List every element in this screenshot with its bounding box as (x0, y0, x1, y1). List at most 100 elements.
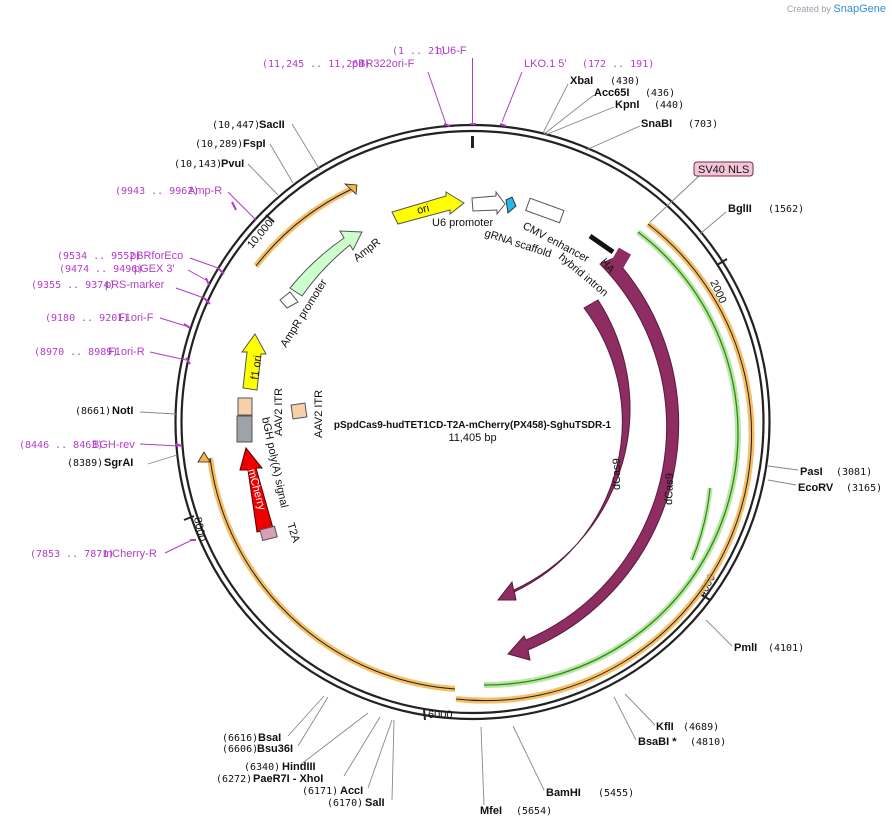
primer-f1orif: F1ori-F (118, 312, 154, 324)
tick-8000 (183, 515, 195, 521)
enzyme-kfli: KflI (656, 721, 674, 733)
enzyme-pvui: PvuI (221, 158, 244, 170)
enzyme-sali-pos: (6170) (327, 798, 363, 809)
enzyme-noti: NotI (112, 405, 133, 417)
enzyme-xbai-pos: (430) (610, 76, 640, 87)
primer-labels: (1 .. 21) hU6-F LKO.1 5' (172 .. 191) (1… (19, 45, 654, 560)
ha-feature (588, 233, 632, 269)
t2a-label: T2A (284, 521, 302, 545)
tick-label-8000: 8000 (191, 516, 208, 542)
enzyme-pasi-pos: (3081) (836, 467, 872, 478)
enzyme-kpni: KpnI (615, 99, 639, 111)
enzyme-sali: SalI (365, 797, 385, 809)
primer-prsmarker-range: (9355 .. 9374) (31, 280, 115, 291)
aav2-itr-right-label: AAV2 ITR (313, 390, 325, 438)
u6-promoter-arrow (471, 190, 506, 216)
enzyme-sacii-pos: (10,447) (212, 120, 260, 131)
primer-pbr322orif: pBR322ori-F (352, 58, 415, 70)
enzyme-bsu36i-pos: (6606) (222, 744, 258, 755)
primer-hu6f-range: (1 .. 21) (392, 46, 446, 57)
enzyme-fspi: FspI (243, 138, 266, 150)
primer-ampr: Amp-R (188, 185, 222, 197)
enzyme-xbai: XbaI (570, 75, 593, 87)
enzyme-ecorv-pos: (3165) (846, 483, 882, 494)
primer-f1orir: F1ori-R (108, 346, 145, 358)
primer-bghrev: BGH-rev (92, 439, 135, 451)
enzyme-mfei-pos: (5654) (516, 806, 552, 817)
primer-hu6f: hU6-F (436, 45, 467, 57)
tick-2000 (716, 258, 728, 266)
tick-label-6000: 6000 (428, 709, 452, 721)
top-features: ori U6 promoter gRNA scaffold CMV enhanc… (391, 190, 617, 299)
enzyme-snabi: SnaBI (641, 118, 672, 130)
dcas9-inner-arrow (496, 299, 631, 601)
enzyme-acci-pos: (6171) (302, 786, 338, 797)
enzyme-bamhi: BamHI (546, 787, 581, 799)
primer-pgex3: pGEX 3' (134, 263, 175, 275)
enzyme-snabi-pos: (703) (688, 119, 718, 130)
tick-10000 (265, 214, 275, 223)
orf-arc-left-orange (207, 457, 456, 692)
aav2-itr-left-box (237, 397, 253, 416)
primer-ampr-range: (9943 .. 9962) (115, 186, 199, 197)
enzyme-noti-pos: (8661) (75, 406, 111, 417)
orf-arcs (197, 183, 755, 704)
credit-text: Created by (786, 4, 831, 14)
enzyme-acc65i: Acc65I (594, 87, 629, 99)
enzyme-bsu36i: Bsu36I (257, 743, 293, 755)
enzyme-hindiii-pos: (6340) (244, 762, 280, 773)
tick-marks (183, 136, 728, 721)
arrowhead-orange-top (343, 183, 358, 195)
enzyme-fspi-pos: (10,289) (195, 139, 243, 150)
primer-prsmarker: pRS-marker (105, 279, 165, 291)
aav2-itr-right-box (290, 402, 308, 420)
enzyme-hindiii: HindIII (282, 761, 316, 773)
plasmid-size: 11,405 bp (448, 432, 496, 444)
ori-arrow (391, 191, 465, 225)
mcherry-label: mCherry (245, 468, 268, 512)
created-by-credit: Created by SnapGene (787, 3, 886, 15)
primer-pgex3-range: (9474 .. 9496) (59, 264, 143, 275)
sv40-nls-feature: SV40 NLS (649, 161, 754, 223)
enzyme-kpni-pos: (440) (654, 100, 684, 111)
primer-leaders (139, 58, 523, 554)
enzyme-labels: XbaI (430) Acc65I (436) KpnI (440) SnaBI… (67, 75, 882, 817)
primer-mcherryr-range: (7853 .. 7871) (30, 549, 114, 560)
enzyme-xhoi-pos: (6272) (216, 774, 252, 785)
enzyme-pasi: PasI (800, 466, 823, 478)
tick-6000 (423, 709, 426, 721)
dcas9-outer-label: dCas9 (663, 473, 676, 505)
cmv-enhancer-box (525, 197, 565, 224)
ampr-arrow (289, 230, 363, 297)
primer-pbrforeco: pBRforEco (130, 250, 183, 262)
primer-f1orir-range: (8970 .. 8989) (34, 347, 118, 358)
ampr-promoter-arrow (279, 291, 299, 309)
enzyme-pmli: PmlI (734, 642, 757, 654)
t2a-box (259, 525, 278, 542)
enzyme-bsabi-pos: (4810) (690, 737, 726, 748)
dcas9-outer-arrow (507, 257, 680, 661)
plasmid-name: pSpdCas9-hudTET1CD-T2A-mCherry(PX458)-Sg… (334, 420, 612, 431)
u6-promoter-label: U6 promoter (432, 217, 493, 229)
enzyme-bglii: BglII (728, 203, 752, 215)
tick-4000 (701, 594, 711, 601)
enzyme-xhoi: PaeR7I - XhoI (253, 773, 323, 785)
dcas9-arrows: dCas9 dCas9 (496, 257, 680, 661)
lower-left-features: AAV2 ITR AAV2 ITR bGH poly(A) signal mCh… (236, 388, 325, 545)
enzyme-kfli-pos: (4689) (683, 722, 719, 733)
primer-mcherryr: mCherry-R (103, 548, 157, 560)
grna-scaffold-arrow (505, 196, 517, 214)
enzyme-sacii: SacII (259, 119, 285, 131)
f1-ori-arrow (241, 333, 267, 391)
plasmid-center-label: pSpdCas9-hudTET1CD-T2A-mCherry(PX458)-Sg… (334, 420, 612, 444)
enzyme-bsai-pos: (6616) (222, 733, 258, 744)
primer-pbr322orif-range: (11,245 .. 11,264) (262, 59, 370, 70)
enzyme-bsabi: BsaBI * (638, 736, 677, 748)
enzyme-leaders (139, 83, 799, 806)
primer-pbrforeco-range: (9534 .. 9552) (57, 251, 141, 262)
primer-lko15-range: (172 .. 191) (582, 59, 654, 70)
enzyme-acc65i-pos: (436) (645, 88, 675, 99)
snapgene-logo: SnapGene (833, 3, 886, 15)
sv40-nls-label: SV40 NLS (698, 164, 749, 176)
